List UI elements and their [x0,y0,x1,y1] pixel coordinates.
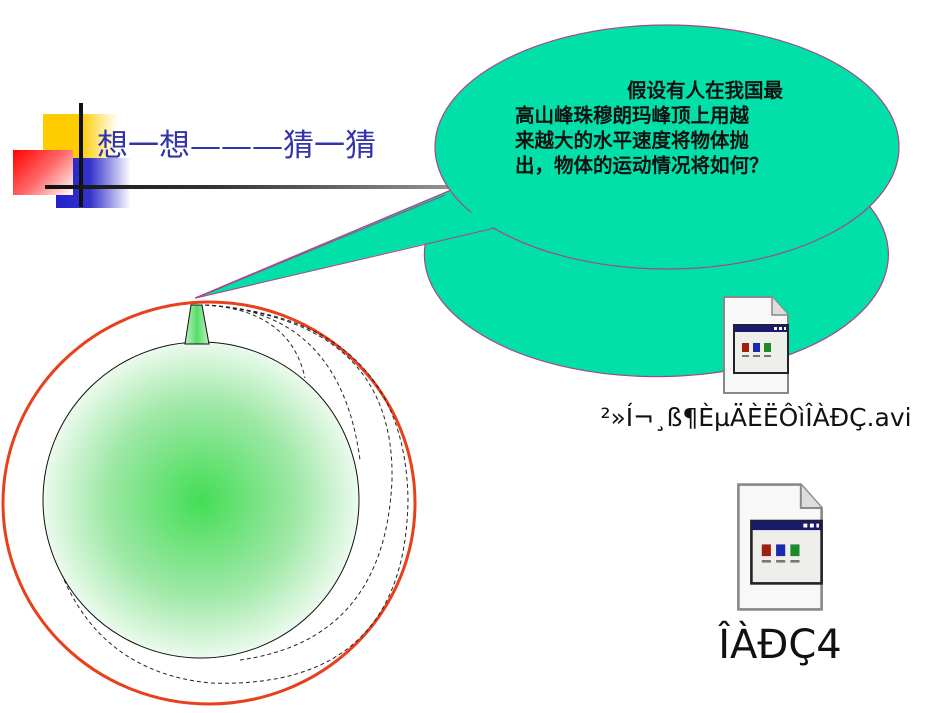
file-name-label: ²»Í¬¸ß¶ÈµÄÈËÔìÎÀÐÇ.avi [600,403,912,432]
bubble-question: 假设有人在我国最 高山峰珠穆朗玛峰顶上用越 来越大的水平速度将物体抛 出，物体的… [515,78,845,178]
trajectory-paths [59,304,409,684]
file-name-label: ÎÀÐÇ4 [718,622,842,668]
bubble-line: 假设有人在我国最 [627,79,784,102]
video-file-icon [737,483,823,611]
video-file-icon [723,296,789,394]
mountain-peak [184,304,210,345]
orbit-circle [1,300,417,706]
bubble-line: 出，物体的运动情况将如何？ [515,154,769,177]
video-file-link-2[interactable]: ÎÀÐÇ4 [690,482,870,668]
video-file-link-1[interactable]: ²»Í¬¸ß¶ÈµÄÈËÔìÎÀÐÇ.avi [562,295,950,432]
slide-title: 想一想———猜一猜 [97,128,376,164]
speech-bubble [194,24,900,378]
decor-vertical-line [79,103,83,207]
earth-circle [42,341,360,659]
bubble-line: 来越大的水平速度将物体抛 [515,129,750,152]
bubble-line: 高山峰珠穆朗玛峰顶上用越 [515,104,750,127]
title-underline [45,185,465,189]
